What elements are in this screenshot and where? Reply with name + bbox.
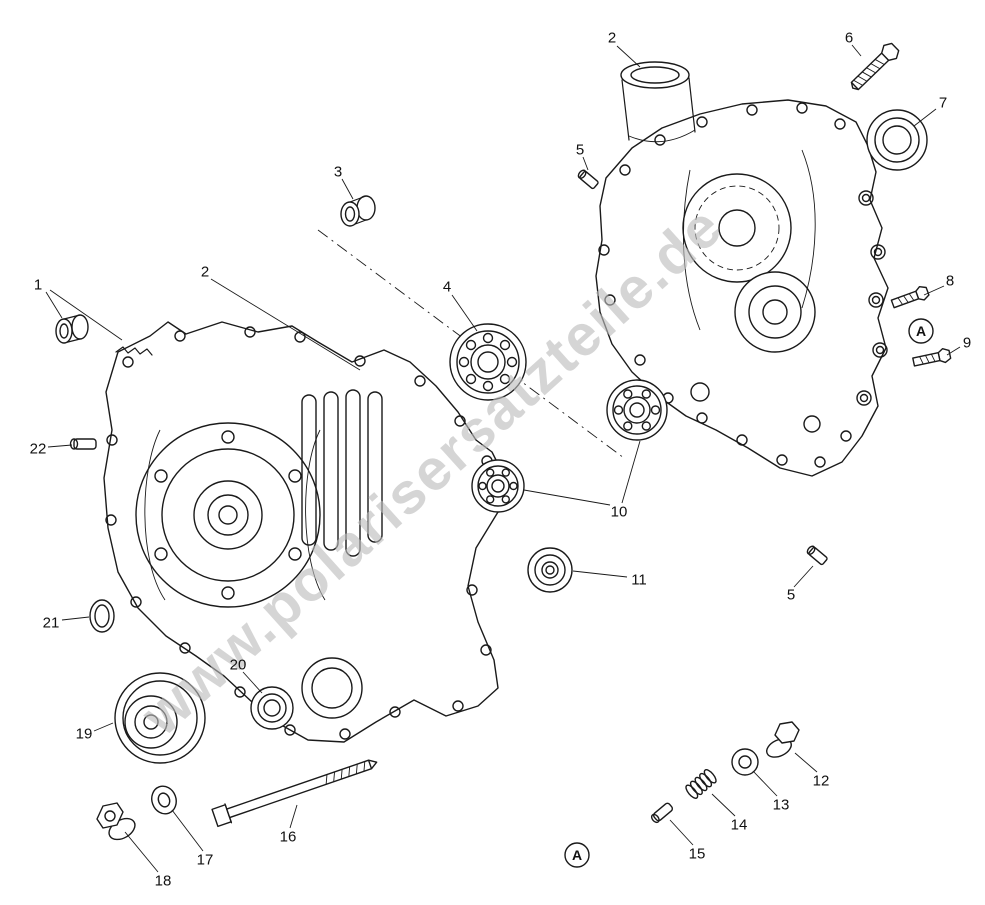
part-10-ball-bearing-small bbox=[471, 459, 525, 513]
filler-spout bbox=[620, 61, 696, 143]
callout-label-11: 11 bbox=[631, 572, 647, 589]
callout-label-3: 3 bbox=[334, 164, 342, 181]
callout-label-14: 14 bbox=[731, 817, 748, 834]
gear-teeth-detail bbox=[115, 346, 153, 356]
part-7-oil-seal bbox=[866, 109, 928, 171]
callout-label-16: 16 bbox=[280, 829, 297, 846]
callout-label-2-left: 2 bbox=[201, 264, 209, 281]
ref-marker-a-bottom-label: A bbox=[572, 847, 582, 863]
part-19-pulley-cap bbox=[114, 672, 206, 764]
callout-label-20: 20 bbox=[230, 657, 247, 674]
callout-label-18: 18 bbox=[155, 873, 172, 890]
part-13-washer bbox=[731, 748, 759, 776]
part-12-flange-bolt bbox=[766, 721, 800, 758]
part-10-ball-bearing bbox=[606, 379, 668, 441]
callout-labels: 1 2 3 4 2 5 6 7 8 9 10 11 5 12 13 14 15 … bbox=[30, 30, 972, 890]
part-21-o-ring bbox=[89, 599, 115, 633]
callout-label-13: 13 bbox=[773, 797, 790, 814]
part-1-bushing bbox=[55, 314, 89, 344]
callout-label-4: 4 bbox=[443, 279, 451, 296]
part-18-drain-plug bbox=[96, 802, 136, 841]
part-17-washer bbox=[151, 785, 177, 815]
part-16-long-bolt bbox=[211, 759, 378, 828]
part-4-ball-bearing bbox=[449, 323, 527, 401]
callout-label-17: 17 bbox=[197, 852, 214, 869]
part-14-spring bbox=[685, 769, 717, 799]
part-9-screw bbox=[912, 348, 952, 367]
callout-label-1: 1 bbox=[34, 277, 42, 294]
callout-label-15: 15 bbox=[689, 846, 706, 863]
callout-label-19: 19 bbox=[76, 726, 93, 743]
callout-label-9: 9 bbox=[963, 335, 971, 352]
callout-label-5-top: 5 bbox=[576, 142, 584, 159]
callout-label-2-right: 2 bbox=[608, 30, 616, 47]
part-22-pin bbox=[69, 438, 97, 450]
assembly-centerline bbox=[317, 229, 625, 459]
right-crankcase-half bbox=[595, 61, 889, 477]
ref-marker-a-right: A bbox=[908, 318, 934, 344]
ref-marker-a-right-label: A bbox=[916, 323, 926, 339]
callout-label-12: 12 bbox=[813, 773, 830, 790]
part-3-bushing bbox=[340, 195, 376, 227]
part-20-seal bbox=[250, 686, 294, 730]
leader-lines bbox=[45, 44, 961, 873]
callout-label-21: 21 bbox=[43, 615, 60, 632]
callout-label-6: 6 bbox=[845, 30, 853, 47]
callout-label-8: 8 bbox=[946, 273, 954, 290]
callout-label-22: 22 bbox=[30, 441, 47, 458]
part-5-dowel-pin-bottom bbox=[806, 545, 828, 566]
part-8-screw bbox=[890, 286, 930, 309]
callout-label-5-bottom: 5 bbox=[787, 587, 795, 604]
part-15-detent-pin bbox=[650, 802, 674, 824]
left-crankcase-half bbox=[103, 321, 503, 743]
ref-marker-a-bottom: A bbox=[564, 842, 590, 868]
callout-label-10: 10 bbox=[611, 504, 628, 521]
part-11-bearing bbox=[527, 547, 573, 593]
callout-label-7: 7 bbox=[939, 95, 947, 112]
part-6-bolt bbox=[850, 42, 900, 91]
part-5-dowel-pin-top bbox=[577, 169, 599, 190]
